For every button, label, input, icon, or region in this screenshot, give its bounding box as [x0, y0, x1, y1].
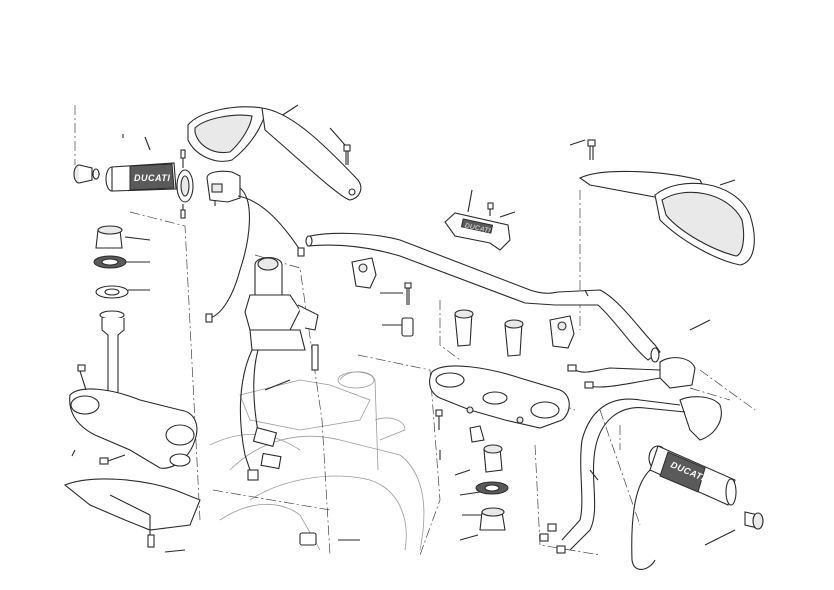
steering-stem-nut-washers: [93, 225, 129, 299]
left-grip-brand-text: DUCATI: [134, 173, 170, 183]
left-mirror: [187, 106, 362, 201]
handlebar-tube: [305, 232, 661, 363]
right-mirror: [578, 139, 755, 266]
left-mirror-bolt: [343, 144, 351, 165]
riser-bolt-spacer: [401, 282, 414, 337]
handlebar-risers: [454, 309, 524, 357]
upper-triple-clamp: [429, 365, 570, 430]
left-grip: DUCATI: [105, 162, 177, 192]
left-switch-flange: [176, 149, 194, 219]
right-grip: DUCATI: [631, 445, 737, 570]
steering-nut-bearing: [469, 425, 509, 531]
steering-stop-plate: [63, 478, 201, 548]
frame-ghost-outline: [209, 371, 425, 551]
handlebar-clamp-left: [351, 257, 377, 289]
leader-lines: [71, 104, 736, 553]
ignition-lock: [239, 256, 319, 481]
left-switch-housing: [205, 170, 305, 323]
right-bar-end-weight: [744, 511, 764, 530]
left-bar-end-weight: [73, 164, 100, 184]
right-switch-housing: [539, 357, 722, 554]
handlebar-clamp-right: [549, 315, 575, 349]
lower-triple-clamp: [69, 364, 198, 469]
top-clamp-plate: DUCATI: [444, 202, 511, 251]
cable-clip: [299, 532, 317, 546]
